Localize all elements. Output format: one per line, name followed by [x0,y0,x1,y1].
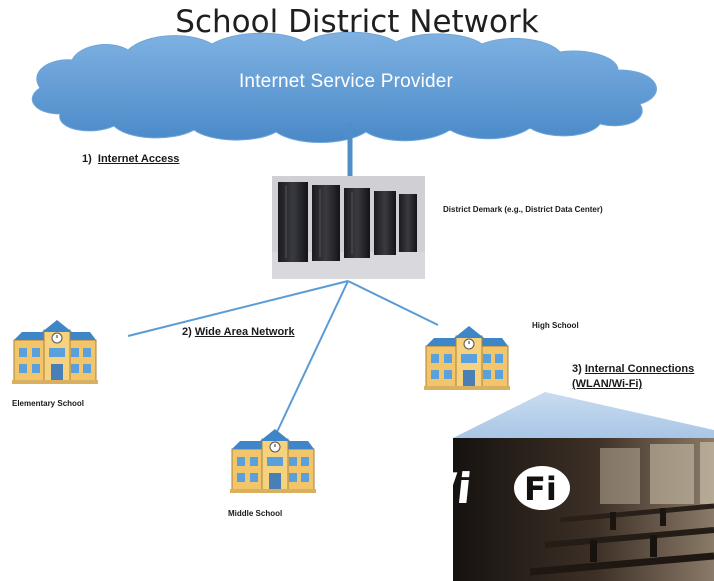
internet-access-text: Internet Access [97,153,180,165]
middle-school-label: Middle School [228,509,283,518]
middle-school-icon [229,428,317,494]
isp-label: Internet Service Provider [238,71,454,92]
internal-text: Internal Connections [584,363,695,375]
wifi-projection-beam [453,392,714,438]
wifi-logo: Wi Fi [408,464,570,513]
internet-access-number: 1) [82,153,92,165]
elementary-school-icon [11,319,99,385]
wan-text: Wide Area Network [194,326,295,338]
wan-link-high [347,280,439,326]
datacenter-image [272,176,425,279]
datacenter-label: District Demark (e.g., District Data Cen… [443,205,603,214]
diagram-title: School District Network [175,4,539,40]
high-school-icon [423,325,511,391]
internal-connections-label: 3) Internal Connections (WLAN/Wi-Fi) [572,362,714,392]
wan-label: 2) Wide Area Network [182,326,295,338]
internet-access-label: 1) Internet Access [82,153,179,165]
wan-number: 2) [182,326,192,338]
isp-cloud [31,31,657,143]
internal-subtext: (WLAN/Wi-Fi) [572,378,643,390]
high-school-label: High School [532,321,579,330]
wan-link-elementary [127,280,349,337]
wifi-logo-wi: Wi [408,464,474,513]
classroom-wifi-image [453,438,714,581]
wan-link-middle [276,280,349,433]
wifi-logo-fi: Fi [524,470,557,508]
elementary-school-label: Elementary School [12,399,85,408]
internal-number: 3) [572,363,582,375]
